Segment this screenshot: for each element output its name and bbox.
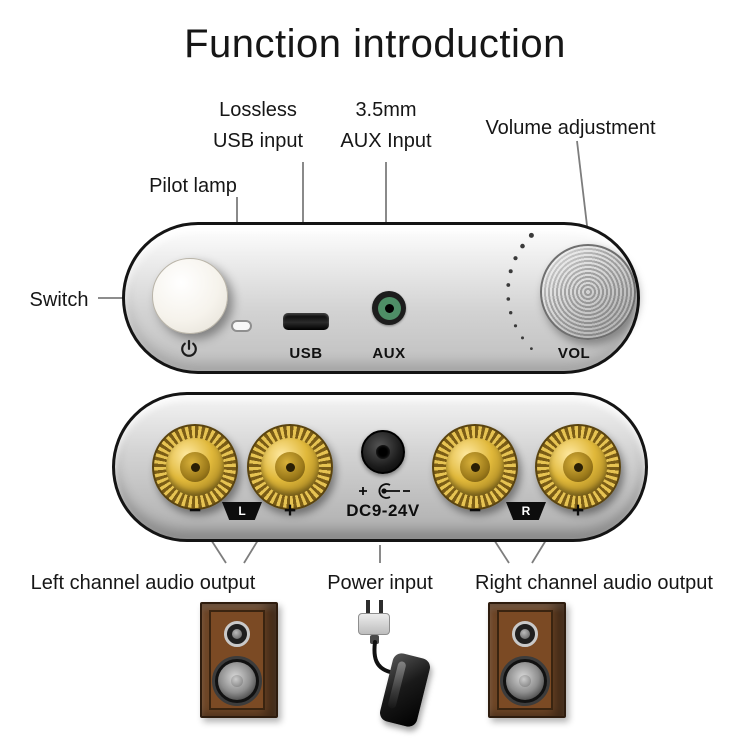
callout-left-channel-output: Left channel audio output	[30, 572, 256, 594]
dc-jack-hole	[376, 445, 390, 459]
page-title: Function introduction	[184, 22, 566, 66]
woofer-cone	[506, 662, 544, 700]
left-minus-binding-post	[152, 424, 238, 510]
woofer-cap	[519, 675, 531, 687]
callout-aux-input: 3.5mm AUX Input	[326, 95, 446, 157]
binding-post-ring	[275, 452, 305, 482]
volume-knob	[540, 244, 636, 340]
right-minus-sign: −	[468, 499, 482, 522]
vol-label: VOL	[557, 345, 591, 362]
right-plus-binding-post	[535, 424, 621, 510]
binding-post-ring	[180, 452, 210, 482]
tweeter-icon	[224, 621, 250, 647]
left-minus-sign: −	[188, 499, 202, 522]
callout-right-channel-output: Right channel audio output	[475, 572, 713, 594]
binding-post-hole	[190, 462, 200, 472]
woofer-cone	[218, 662, 256, 700]
power-button	[152, 258, 228, 334]
binding-post-cap	[261, 438, 319, 496]
callout-usb-input: Lossless USB input	[188, 95, 328, 157]
left-channel-letter: L	[238, 504, 246, 518]
dc-voltage-label: DC9-24V	[346, 501, 420, 520]
left-speaker-image	[200, 602, 278, 718]
plug-prong-icon	[366, 600, 370, 614]
usb-label: USB	[289, 345, 323, 362]
aux-label: AUX	[372, 345, 406, 362]
callout-aux-line1: 3.5mm	[355, 99, 417, 121]
left-plus-sign: +	[283, 499, 297, 522]
left-plus-binding-post	[247, 424, 333, 510]
amplifier-back-panel: DC9-24V − L + − R +	[112, 392, 648, 542]
binding-post-cap	[446, 438, 504, 496]
tweeter-icon	[512, 621, 538, 647]
dc-power-jack	[361, 430, 405, 474]
callout-volume: Volume adjustment	[485, 117, 656, 139]
left-channel-badge: L	[222, 502, 262, 520]
aux-jack-hole	[384, 303, 394, 313]
power-icon	[181, 339, 197, 357]
callout-aux-line2: AUX Input	[340, 130, 432, 152]
plug-neck	[370, 635, 379, 644]
aux-jack	[372, 291, 406, 325]
right-speaker-image	[488, 602, 566, 718]
binding-post-ring	[460, 452, 490, 482]
pilot-lamp	[231, 320, 252, 332]
amplifier-front-panel: USB AUX VOL	[122, 222, 640, 374]
binding-post-hole	[285, 462, 295, 472]
binding-post-hole	[573, 462, 583, 472]
speaker-front-panel	[497, 610, 553, 710]
binding-post-cap	[549, 438, 607, 496]
right-channel-letter: R	[521, 504, 531, 518]
woofer-cap	[231, 675, 243, 687]
aux-jack-ring	[377, 296, 401, 320]
woofer-icon	[500, 656, 550, 706]
tweeter-dome	[232, 629, 242, 639]
right-minus-binding-post	[432, 424, 518, 510]
plug-body	[358, 613, 390, 635]
dc-polarity-icon	[359, 483, 410, 499]
right-channel-badge: R	[506, 502, 546, 520]
speaker-front-panel	[209, 610, 265, 710]
binding-post-hole	[470, 462, 480, 472]
usb-port	[283, 313, 329, 330]
right-plus-sign: +	[571, 499, 585, 522]
tweeter-dome	[520, 629, 530, 639]
callout-usb-line1: Lossless	[219, 99, 297, 121]
plug-prong-icon	[379, 600, 383, 614]
binding-post-cap	[166, 438, 224, 496]
binding-post-ring	[563, 452, 593, 482]
callout-power-input: Power input	[327, 572, 433, 594]
woofer-icon	[212, 656, 262, 706]
volume-scale-dots	[506, 232, 534, 350]
callout-pilot-lamp: Pilot lamp	[149, 175, 237, 197]
callout-switch: Switch	[29, 289, 89, 311]
callout-usb-line2: USB input	[212, 130, 304, 152]
